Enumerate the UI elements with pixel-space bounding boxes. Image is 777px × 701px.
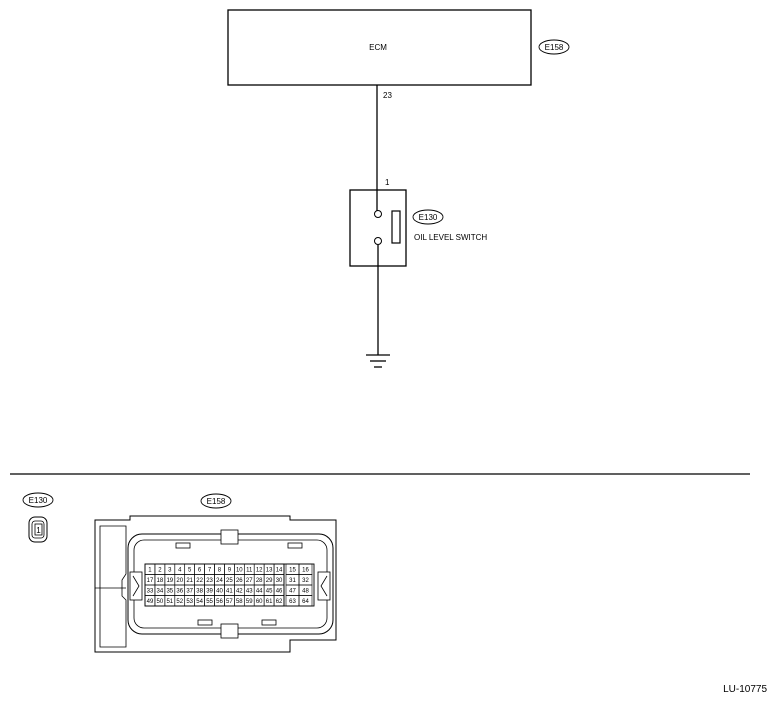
e158-pin-label: 35 [166,588,173,594]
e158-pin-label: 7 [208,567,212,573]
e158-pin-label: 9 [228,567,232,573]
ecm-connector-tag [538,39,570,55]
e158-pin-label: 31 [289,578,296,584]
e130-connector-face: 1 [28,516,48,543]
e158-pin-label: 51 [166,599,173,605]
e158-pin-label: 43 [246,588,253,594]
e158-pin-label: 8 [218,567,222,573]
e158-pin-label: 11 [246,567,253,573]
e130-tag-label: E130 [29,496,48,505]
e158-pin-cell [298,595,313,607]
e158-pin-label: 30 [276,578,283,584]
e158-pin-label: 32 [302,578,309,584]
e158-tag-label: E158 [207,497,226,506]
e158-pin-label: 58 [236,599,243,605]
e158-pin-label: 15 [289,567,296,573]
e158-pin-label: 27 [246,578,253,584]
e158-pin-label: 47 [289,588,296,594]
e158-pin-label: 45 [266,588,273,594]
e158-pin-label: 19 [166,578,173,584]
e158-pin-label: 55 [206,599,213,605]
e158-pin-label: 37 [186,588,193,594]
ground-symbol [366,354,390,368]
e158-pin-label: 57 [226,599,233,605]
e158-pin-label: 33 [147,588,154,594]
e158-pin-label: 14 [276,567,283,573]
switch-contact-top [374,210,382,218]
e158-pin-label: 5 [188,567,192,573]
e158-pin-label: 6 [198,567,202,573]
e158-pin-label: 2 [158,567,162,573]
switch-contact-bottom [374,237,382,245]
e158-pin-label: 36 [176,588,183,594]
ecm-box [227,9,532,86]
e158-pin-label: 20 [176,578,183,584]
e158-pin-label: 22 [196,578,203,584]
e158-pin-label: 49 [147,599,154,605]
e158-pin-label: 41 [226,588,233,594]
e158-tag [200,493,232,509]
ecm-connector-label: E158 [545,43,564,52]
e158-pin-label: 29 [266,578,273,584]
e158-pin-label: 53 [186,599,193,605]
e158-pin-cell [273,595,285,607]
e158-pin-label: 34 [157,588,164,594]
e158-pin-label: 46 [276,588,283,594]
e158-pin-label: 21 [186,578,193,584]
e158-pin-label: 40 [216,588,223,594]
e158-pin-label: 61 [266,599,273,605]
e158-pin-label: 26 [236,578,243,584]
e158-pin-label: 3 [168,567,172,573]
ecm-pin-number: 23 [383,91,392,100]
e158-pin-label: 23 [206,578,213,584]
e158-pin-label: 39 [206,588,213,594]
switch-float [391,210,401,244]
figure-code: LU-10775 [723,684,767,695]
e158-pin-label: 54 [196,599,203,605]
e158-pin-label: 60 [256,599,263,605]
switch-pin-number: 1 [385,178,390,187]
e158-pin-label: 13 [266,567,273,573]
oil-level-switch-label: OIL LEVEL SWITCH [414,233,487,242]
e158-pin-label: 59 [246,599,253,605]
e158-pin-label: 18 [157,578,164,584]
e158-pin-label: 62 [276,599,283,605]
e130-pin-label: 1 [36,526,41,535]
e158-pin-label: 16 [302,567,309,573]
e158-pin-label: 44 [256,588,263,594]
e130-tag [22,492,54,508]
e158-pin-label: 24 [216,578,223,584]
ecm-label: ECM [369,43,387,52]
e158-pin-label: 17 [147,578,154,584]
switch-connector-tag [412,209,444,225]
e158-pin-label: 63 [289,599,296,605]
e158-pin-label: 4 [178,567,182,573]
e158-pin-label: 42 [236,588,243,594]
e158-pin-label: 12 [256,567,263,573]
e158-pin-label: 64 [302,599,309,605]
e158-pin-label: 1 [148,567,152,573]
e158-pin-label: 28 [256,578,263,584]
e158-pin-label: 38 [196,588,203,594]
e158-pin-label: 52 [176,599,183,605]
e158-pin-label: 48 [302,588,309,594]
e158-pin-label: 10 [236,567,243,573]
switch-connector-label: E130 [419,213,438,222]
e158-pin-label: 56 [216,599,223,605]
e158-pin-label: 25 [226,578,233,584]
e158-pin-label: 50 [157,599,164,605]
